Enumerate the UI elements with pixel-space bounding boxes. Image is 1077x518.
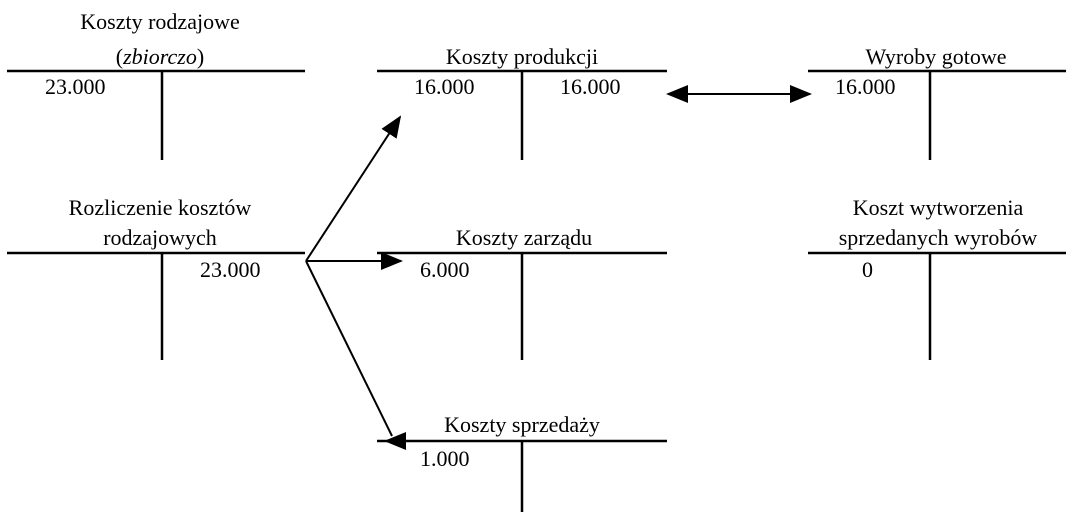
credit-value: 16.000 [560, 74, 621, 99]
account-title-line2: rodzajowych [103, 225, 217, 250]
debit-value: 0 [862, 257, 873, 282]
arrow-to-koszty-produkcji [305, 115, 402, 262]
account-title: Koszty rodzajowe [80, 9, 240, 34]
subtitle-text: zbiorczo [123, 44, 197, 69]
debit-value: 1.000 [420, 446, 470, 471]
account-title-line1: Koszt wytworzenia [852, 195, 1024, 220]
account-title: Koszty sprzedaży [444, 412, 600, 437]
account-title-line1: Rozliczenie kosztów [68, 195, 252, 220]
paren: ) [196, 44, 205, 69]
credit-value: 23.000 [200, 257, 261, 282]
debit-value: 16.000 [414, 74, 475, 99]
account-title: Koszty produkcji [445, 44, 599, 69]
account-title: Koszty zarządu [455, 225, 593, 250]
debit-value: 23.000 [45, 74, 106, 99]
account-title-line2: sprzedanych wyrobów [838, 225, 1038, 250]
account-title: Wyroby gotowe [865, 44, 1007, 69]
debit-value: 16.000 [835, 74, 896, 99]
arrow-to-koszty-sprzedazy [305, 260, 393, 437]
debit-value: 6.000 [420, 257, 470, 282]
paren: ( [115, 44, 124, 69]
account-subtitle: (zbiorczo) [116, 44, 204, 70]
